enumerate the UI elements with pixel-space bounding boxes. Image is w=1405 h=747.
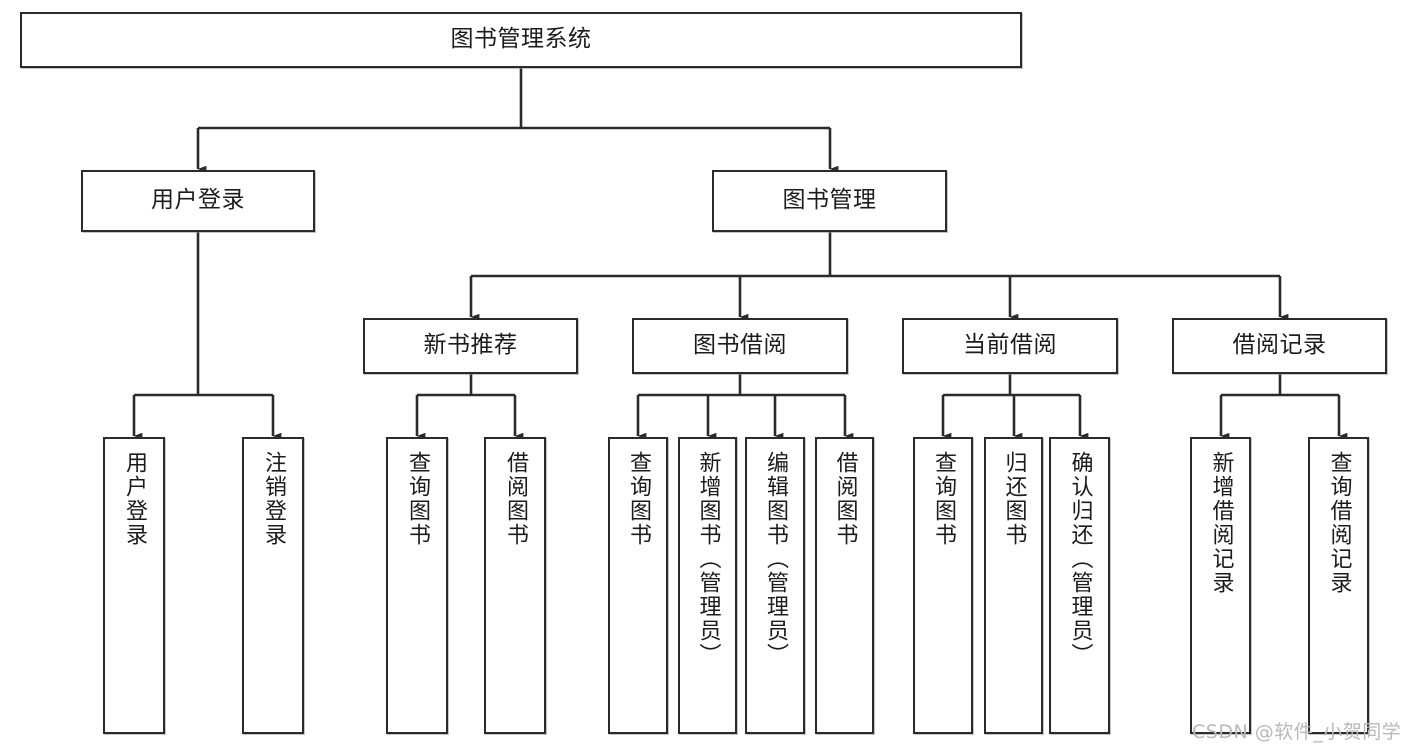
node-label: 用户登录 bbox=[122, 451, 147, 547]
node-label: 查询借阅记录 bbox=[1326, 451, 1352, 595]
node-l3-record[interactable]: 借阅记录 bbox=[1172, 318, 1387, 374]
node-label: 图书管理 bbox=[782, 187, 877, 214]
node-leaf-10[interactable]: 归还图书 bbox=[984, 437, 1043, 734]
node-label: 编辑图书（管理员） bbox=[763, 451, 788, 667]
node-leaf-5[interactable]: 查询图书 bbox=[608, 437, 668, 734]
node-l2-login[interactable]: 用户登录 bbox=[81, 170, 315, 232]
node-label: 借阅图书 bbox=[832, 451, 858, 547]
node-leaf-1[interactable]: 用户登录 bbox=[103, 437, 165, 734]
node-label: 查询图书 bbox=[626, 451, 651, 547]
node-label: 查询图书 bbox=[931, 451, 956, 547]
node-l3-newbook[interactable]: 新书推荐 bbox=[363, 318, 578, 374]
node-label: 用户登录 bbox=[151, 187, 245, 214]
node-label: 新增借阅记录 bbox=[1208, 451, 1234, 595]
node-label: 归还图书 bbox=[1001, 451, 1027, 547]
node-leaf-11[interactable]: 确认归还（管理员） bbox=[1049, 437, 1110, 734]
node-label: 图书管理系统 bbox=[450, 26, 592, 53]
node-leaf-13[interactable]: 查询借阅记录 bbox=[1308, 437, 1369, 734]
node-leaf-9[interactable]: 查询图书 bbox=[913, 437, 973, 734]
node-l3-borrow[interactable]: 图书借阅 bbox=[632, 318, 848, 374]
node-l2-bookmgmt[interactable]: 图书管理 bbox=[712, 170, 947, 232]
csdn-watermark: CSDN @软件_小贺同学 bbox=[1192, 721, 1402, 743]
node-label: 新增图书（管理员） bbox=[695, 451, 721, 667]
node-l3-current[interactable]: 当前借阅 bbox=[902, 318, 1118, 374]
node-leaf-6[interactable]: 新增图书（管理员） bbox=[678, 437, 737, 734]
node-leaf-12[interactable]: 新增借阅记录 bbox=[1190, 437, 1251, 734]
node-leaf-7[interactable]: 编辑图书（管理员） bbox=[745, 437, 805, 734]
node-label: 图书借阅 bbox=[693, 332, 787, 359]
node-label: 当前借阅 bbox=[963, 332, 1057, 359]
node-label: 借阅记录 bbox=[1232, 332, 1327, 359]
node-label: 新书推荐 bbox=[423, 332, 518, 359]
node-label: 确认归还（管理员） bbox=[1067, 451, 1093, 667]
node-leaf-3[interactable]: 查询图书 bbox=[386, 437, 448, 734]
node-label: 注销登录 bbox=[261, 451, 286, 547]
node-leaf-8[interactable]: 借阅图书 bbox=[815, 437, 874, 734]
node-label: 查询图书 bbox=[405, 451, 430, 547]
node-leaf-4[interactable]: 借阅图书 bbox=[484, 437, 546, 734]
node-label: 借阅图书 bbox=[503, 451, 528, 547]
node-root[interactable]: 图书管理系统 bbox=[20, 12, 1022, 68]
node-leaf-2[interactable]: 注销登录 bbox=[242, 437, 304, 734]
